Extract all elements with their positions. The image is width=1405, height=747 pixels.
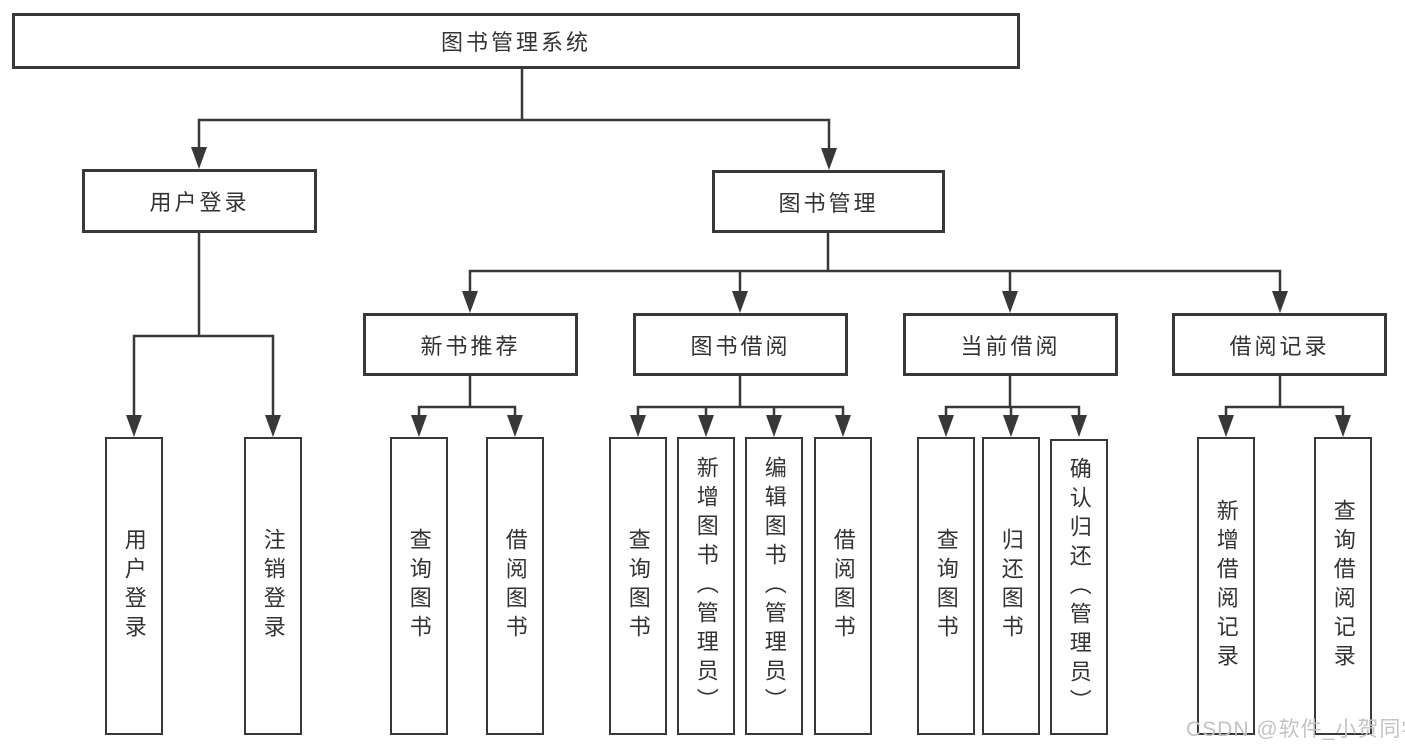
leaf-logout: 注销登录 — [244, 437, 302, 735]
node-new-book-recommend-label: 新书推荐 — [420, 333, 521, 359]
leaf-borrow-edit-book-admin: 编辑图书（管理员） — [745, 437, 803, 735]
node-current-borrow: 当前借阅 — [903, 313, 1118, 376]
leaf-borrow-edit-book-admin-label: 编辑图书（管理员） — [761, 455, 787, 717]
node-book-borrow-label: 图书借阅 — [690, 333, 791, 359]
leaf-current-query-book-label: 查询图书 — [933, 528, 959, 644]
leaf-current-confirm-return-admin-label: 确认归还（管理员） — [1066, 456, 1092, 718]
node-user-login: 用户登录 — [82, 169, 317, 233]
leaf-record-query: 查询借阅记录 — [1314, 437, 1372, 735]
leaf-borrow-borrow-book-label: 借阅图书 — [830, 528, 856, 644]
node-book-management: 图书管理 — [712, 170, 945, 233]
leaf-current-return-book: 归还图书 — [982, 437, 1040, 735]
csdn-watermark: CSDN @软件_小贺同学 — [1186, 718, 1405, 741]
leaf-borrow-query-book: 查询图书 — [609, 437, 667, 735]
leaf-borrow-add-book-admin: 新增图书（管理员） — [677, 437, 735, 735]
arrowheads — [126, 147, 1351, 437]
leaf-borrow-borrow-book: 借阅图书 — [814, 437, 872, 735]
leaf-borrow-add-book-admin-label: 新增图书（管理员） — [693, 455, 719, 717]
leaf-record-add: 新增借阅记录 — [1197, 437, 1255, 735]
leaf-current-query-book: 查询图书 — [917, 437, 975, 735]
leaf-user-login: 用户登录 — [105, 437, 163, 735]
leaf-logout-label: 注销登录 — [260, 528, 286, 644]
leaf-record-query-label: 查询借阅记录 — [1330, 499, 1356, 673]
node-current-borrow-label: 当前借阅 — [960, 333, 1061, 359]
node-book-management-label: 图书管理 — [778, 190, 879, 216]
leaf-record-add-label: 新增借阅记录 — [1213, 499, 1239, 673]
leaf-current-confirm-return-admin: 确认归还（管理员） — [1050, 439, 1108, 735]
node-root-label: 图书管理系统 — [440, 30, 591, 55]
leaf-borrow-query-book-label: 查询图书 — [625, 528, 651, 644]
leaf-current-return-book-label: 归还图书 — [998, 528, 1024, 644]
leaf-recommend-borrow-book-label: 借阅图书 — [502, 528, 528, 644]
node-root: 图书管理系统 — [12, 13, 1020, 69]
leaf-recommend-borrow-book: 借阅图书 — [486, 437, 544, 735]
node-user-login-label: 用户登录 — [149, 190, 250, 215]
leaf-user-login-label: 用户登录 — [121, 528, 147, 644]
leaf-recommend-query-book-label: 查询图书 — [406, 528, 432, 644]
node-new-book-recommend: 新书推荐 — [363, 313, 578, 376]
node-borrow-records: 借阅记录 — [1172, 313, 1387, 376]
node-borrow-records-label: 借阅记录 — [1229, 333, 1330, 359]
leaf-recommend-query-book: 查询图书 — [390, 437, 448, 735]
node-book-borrow: 图书借阅 — [633, 313, 848, 376]
